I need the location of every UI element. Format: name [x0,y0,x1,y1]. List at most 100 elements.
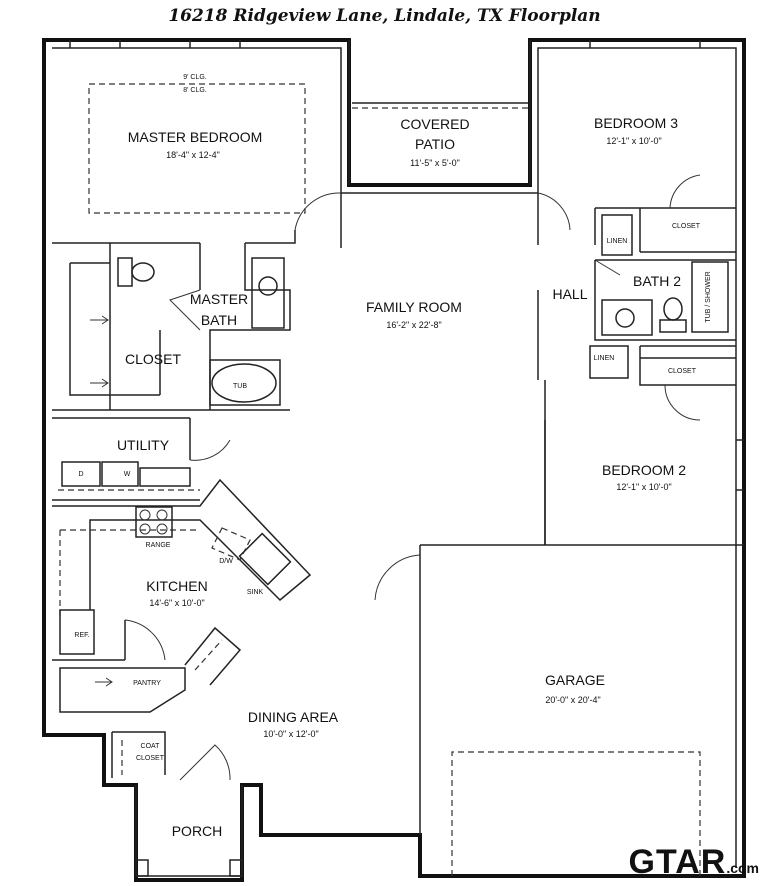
toilet-tank [117,257,133,287]
master-bedroom-walls [52,193,342,248]
bedroom3-dim: 12'-1" x 10'-0" [606,136,661,146]
kitchen-lower-wall [52,620,126,661]
linen-label-2: LINEN [594,355,615,362]
tub-shower-label: TUB / SHOWER [705,271,712,322]
master-bedroom-label: MASTER BEDROOM [128,129,263,145]
covered-patio-label-2: PATIO [415,136,455,152]
dishwasher-outline [211,527,251,561]
porch-column [229,859,243,877]
dryer [61,461,101,487]
burner-icon [139,509,151,521]
ceiling-note-8: 8' CLG. [183,87,207,94]
burner-icon [156,523,168,535]
kitchen-upper-cabinets [59,529,200,620]
burner-icon [139,523,151,535]
arrow-icon [95,677,113,687]
master-bedroom-dim: 18'-4" x 12-4" [166,150,220,160]
hall-door-swing [537,192,571,231]
coat-closet-label-2: CLOSET [136,755,165,762]
exterior-wall [42,38,746,882]
bedroom2-closet-walls [639,345,736,386]
arrow-icon [90,378,109,388]
bath2-vanity [601,299,653,336]
dining-label: DINING AREA [248,709,339,725]
bath2-walls [594,259,736,341]
porch-outline [135,785,243,877]
dryer-label: D [78,471,83,478]
bath2-toilet-tank [659,319,687,333]
porch-label: PORCH [172,823,223,839]
peninsula-counter [184,626,242,686]
burner-icon [156,509,168,521]
entry-door-swing [179,744,231,781]
kitchen-counters [52,478,312,610]
coat-closet-label: COAT [141,743,161,750]
bath2-door [594,259,621,276]
page-title: 16218 Ridgeview Lane, Lindale, TX Floorp… [168,6,601,26]
toilet-icon [131,262,155,282]
kitchen-sink [238,532,292,586]
range [135,506,173,538]
family-room-label: FAMILY ROOM [366,299,462,315]
tub-frame [209,359,281,406]
window [69,40,241,48]
family-room-dim: 16'-2" x 22'-8" [386,320,441,330]
garage-door [451,751,701,876]
master-bath-label-2: BATH [201,312,237,328]
closet-shelving [69,262,161,396]
covered-patio-label: COVERED [400,116,469,132]
gtar-logo: GTAR.com [628,843,760,881]
bedroom2-door-swing [664,384,701,421]
kitchen-label: KITCHEN [146,578,207,594]
dw-label: D/W [219,558,233,565]
pantry-door-swing [124,619,166,661]
dining-dim: 10'-0" x 12'-0" [263,729,318,739]
bedroom3-label: BEDROOM 3 [594,115,678,131]
covered-patio-dim: 11'-5" x 5'-0" [410,158,460,168]
washer-label: W [124,471,131,478]
range-label: RANGE [146,542,171,549]
hall-label: HALL [552,286,587,302]
family-room-wall [419,544,744,835]
peninsula-dash [194,639,223,671]
kitchen-dim: 14'-6" x 10'-0" [149,598,204,608]
bathtub-shower [691,261,729,333]
bath2-toilet-icon [663,297,683,321]
vanity [251,257,285,329]
bath2-label: BATH 2 [633,273,681,289]
closet-b2-label: CLOSET [668,368,697,375]
tub-icon [211,363,277,403]
ref-label: REF. [74,632,89,639]
master-closet-label: CLOSET [125,351,181,367]
bath2-sink-icon [615,308,635,328]
linen-closet-1 [601,214,633,256]
master-door-swing [294,192,342,231]
coat-closet-walls [111,731,166,778]
pantry-walls [59,667,186,713]
closet-b3-label: CLOSET [672,223,701,230]
patio-outline [348,40,531,185]
hall-wall-left [537,193,546,545]
utility-door-swing [189,439,231,461]
utility-walls [52,417,200,501]
sink-label: SINK [247,589,264,596]
garage-label: GARAGE [545,672,605,688]
master-tray-ceiling [88,83,306,214]
linen-closet-2 [589,345,629,379]
garage-door-swing [374,554,421,601]
pantry-label: PANTRY [133,680,161,687]
utility-counter [139,467,191,487]
master-bath-door [169,289,201,331]
garage-dim: 20'-0" x 20'-4" [545,695,600,705]
ceiling-note-9: 9' CLG. [183,74,207,81]
tub-label: TUB [233,383,247,390]
linen-label-1: LINEN [607,238,628,245]
bedroom2-dim: 12'-1" x 10'-0" [616,482,671,492]
porch-column [135,859,149,877]
bedroom3-walls [594,207,736,253]
washer [101,461,139,487]
master-bath-label: MASTER [190,291,248,307]
sink-basin-icon [258,276,278,296]
refrigerator [59,609,95,655]
